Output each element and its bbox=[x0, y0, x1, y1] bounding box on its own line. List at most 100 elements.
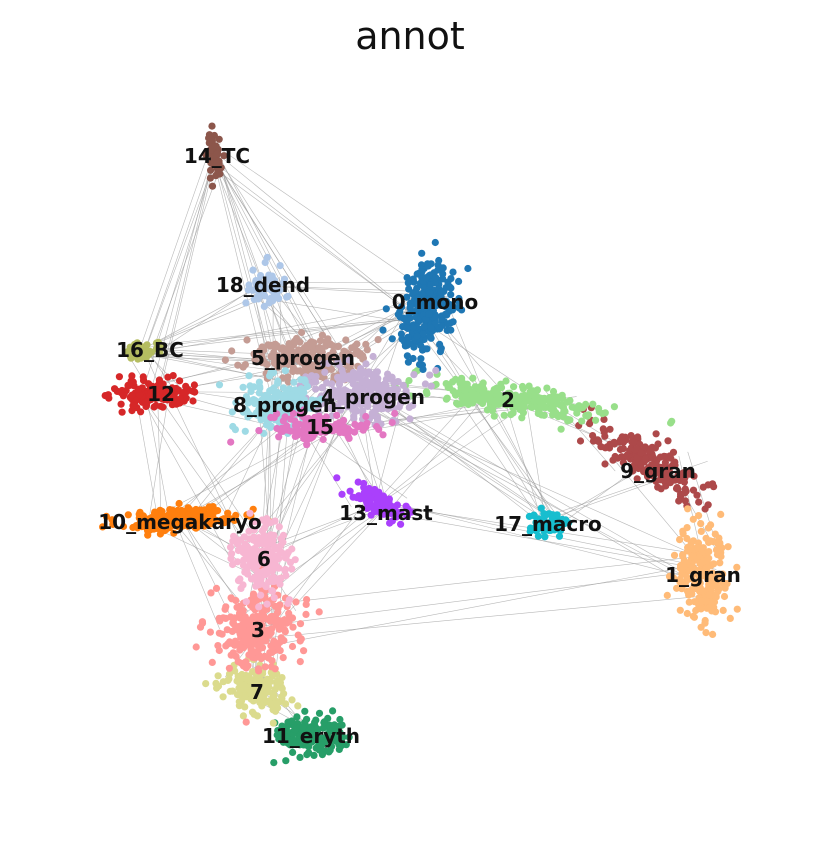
cell-point bbox=[391, 409, 399, 418]
cell-point bbox=[256, 382, 264, 391]
cell-point bbox=[679, 552, 687, 560]
cell-point bbox=[118, 408, 126, 416]
cell-point bbox=[123, 348, 132, 356]
cell-point bbox=[287, 391, 295, 399]
edge-9_gran-17_macro bbox=[556, 465, 641, 528]
cell-point bbox=[251, 356, 259, 364]
cell-point bbox=[406, 415, 414, 423]
cell-point bbox=[434, 266, 442, 274]
cell-point bbox=[634, 433, 642, 441]
cell-point bbox=[313, 725, 321, 733]
cell-point bbox=[601, 444, 609, 452]
cell-point bbox=[251, 518, 259, 526]
cell-point bbox=[386, 399, 394, 407]
cell-point bbox=[294, 398, 302, 406]
cell-point bbox=[198, 619, 207, 627]
edge-1_gran-4_progen bbox=[372, 394, 704, 585]
cell-point bbox=[318, 384, 326, 392]
cell-point bbox=[171, 511, 179, 519]
cell-point bbox=[438, 322, 446, 330]
cell-point bbox=[656, 476, 664, 484]
cell-point bbox=[212, 584, 221, 593]
cell-point bbox=[257, 272, 265, 280]
cell-point bbox=[212, 679, 220, 688]
cell-point bbox=[379, 403, 387, 411]
cell-point bbox=[683, 609, 691, 618]
cell-point bbox=[549, 387, 558, 396]
cell-point bbox=[156, 530, 164, 538]
cell-point bbox=[275, 523, 283, 531]
edge-13_mast-3 bbox=[270, 504, 389, 631]
cluster-label-18_dend: 18_dend bbox=[216, 273, 310, 297]
cell-point bbox=[230, 516, 239, 525]
cell-point bbox=[205, 503, 213, 511]
cell-point bbox=[697, 520, 705, 528]
cell-point bbox=[221, 605, 229, 613]
cell-point bbox=[373, 402, 381, 410]
cell-point bbox=[518, 414, 526, 422]
cell-point bbox=[490, 412, 498, 420]
cell-point bbox=[290, 378, 298, 386]
cluster-9_gran-points bbox=[575, 404, 718, 513]
edge-1_gran-13_mast bbox=[364, 508, 686, 567]
cell-point bbox=[560, 406, 568, 414]
cell-point bbox=[279, 417, 287, 425]
cell-point bbox=[698, 570, 706, 578]
cell-point bbox=[717, 510, 725, 518]
cell-point bbox=[536, 397, 544, 405]
cell-point bbox=[288, 614, 297, 622]
edge-17_macro-4_progen bbox=[374, 397, 554, 519]
cell-point bbox=[683, 587, 692, 595]
cell-point bbox=[297, 385, 305, 393]
cell-point bbox=[688, 575, 696, 583]
edge-18_dend-16_BC bbox=[160, 284, 259, 350]
cell-point bbox=[331, 387, 339, 395]
cell-point bbox=[346, 391, 354, 399]
cell-point bbox=[685, 567, 693, 575]
cell-point bbox=[315, 346, 323, 354]
cell-point bbox=[403, 293, 411, 301]
cell-point bbox=[685, 468, 693, 477]
edge-14_TC-16_BC bbox=[145, 161, 216, 350]
cell-point bbox=[170, 529, 178, 537]
cell-point bbox=[549, 411, 557, 419]
cell-point bbox=[285, 342, 293, 350]
cell-point bbox=[444, 320, 452, 328]
cell-point bbox=[325, 748, 333, 756]
cell-point bbox=[250, 350, 258, 358]
edge-14_TC-0_mono bbox=[208, 164, 426, 324]
cell-point bbox=[628, 463, 637, 472]
cell-point bbox=[273, 342, 281, 350]
cell-point bbox=[206, 174, 214, 182]
cell-point bbox=[308, 396, 316, 404]
cell-point bbox=[693, 578, 702, 586]
cell-point bbox=[219, 693, 227, 701]
cell-point bbox=[193, 523, 202, 531]
cell-point bbox=[274, 391, 282, 399]
cell-point bbox=[170, 393, 178, 401]
cell-point bbox=[716, 559, 724, 567]
cell-point bbox=[252, 582, 260, 590]
cell-point bbox=[271, 685, 279, 693]
cell-point bbox=[264, 563, 272, 571]
cell-point bbox=[220, 152, 228, 160]
cell-point bbox=[618, 433, 626, 441]
cell-point bbox=[282, 572, 290, 580]
edge-17_macro-4_progen bbox=[392, 407, 549, 530]
cell-point bbox=[554, 395, 562, 403]
cell-point bbox=[447, 291, 455, 299]
cell-point bbox=[301, 421, 309, 429]
cell-point bbox=[205, 510, 213, 518]
cell-point bbox=[584, 411, 593, 419]
cell-point bbox=[251, 627, 259, 635]
edge-14_TC-12 bbox=[160, 150, 218, 387]
cell-point bbox=[179, 513, 187, 521]
cell-point bbox=[555, 532, 564, 540]
cell-point bbox=[345, 733, 353, 741]
cell-point bbox=[226, 687, 234, 695]
cell-point bbox=[586, 420, 594, 428]
cell-point bbox=[275, 555, 283, 563]
cell-point bbox=[699, 483, 707, 491]
cell-point bbox=[150, 403, 158, 411]
cell-point bbox=[571, 404, 579, 412]
